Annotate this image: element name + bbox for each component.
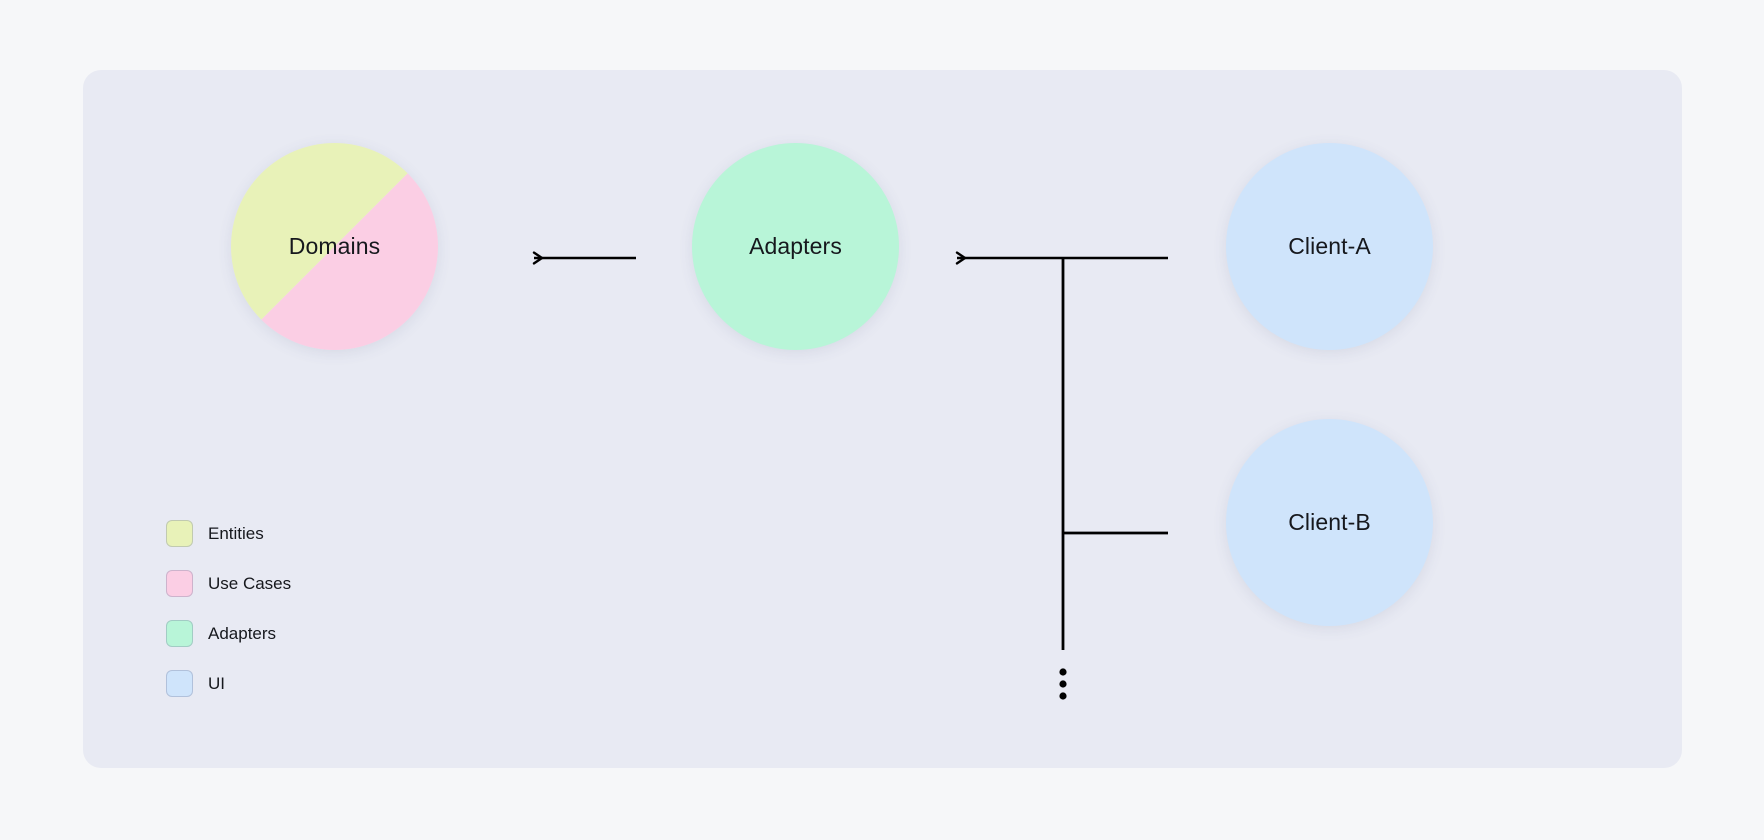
legend-item-use-cases: Use Cases — [166, 569, 292, 597]
node-client-b[interactable]: Client-B — [1226, 419, 1433, 626]
node-adapters[interactable]: Adapters — [692, 143, 899, 350]
legend-item-entities: Entities — [166, 519, 291, 547]
legend-label-use-cases: Use Cases — [208, 573, 292, 593]
legend-label-ui: UI — [208, 673, 225, 693]
node-client-a[interactable]: Client-A — [1226, 143, 1433, 350]
node-client-a-label: Client-A — [1288, 233, 1371, 259]
legend-swatch-ui — [166, 669, 193, 697]
legend-swatch-use-cases — [166, 569, 193, 597]
legend-swatch-entities — [166, 519, 193, 547]
node-domains-label: Domains — [288, 233, 381, 259]
legend-label-adapters: Adapters — [208, 623, 277, 643]
legend-swatch-adapters — [166, 619, 193, 647]
legend-item-adapters: Adapters — [166, 619, 291, 647]
legend: Entities Use Cases Adapters UI — [166, 519, 292, 697]
node-adapters-label: Adapters — [749, 233, 842, 259]
legend-item-ui: UI — [166, 669, 291, 697]
node-domains[interactable]: Domains — [231, 143, 438, 350]
node-client-b-label: Client-B — [1288, 509, 1371, 535]
legend-label-entities: Entities — [208, 523, 264, 543]
